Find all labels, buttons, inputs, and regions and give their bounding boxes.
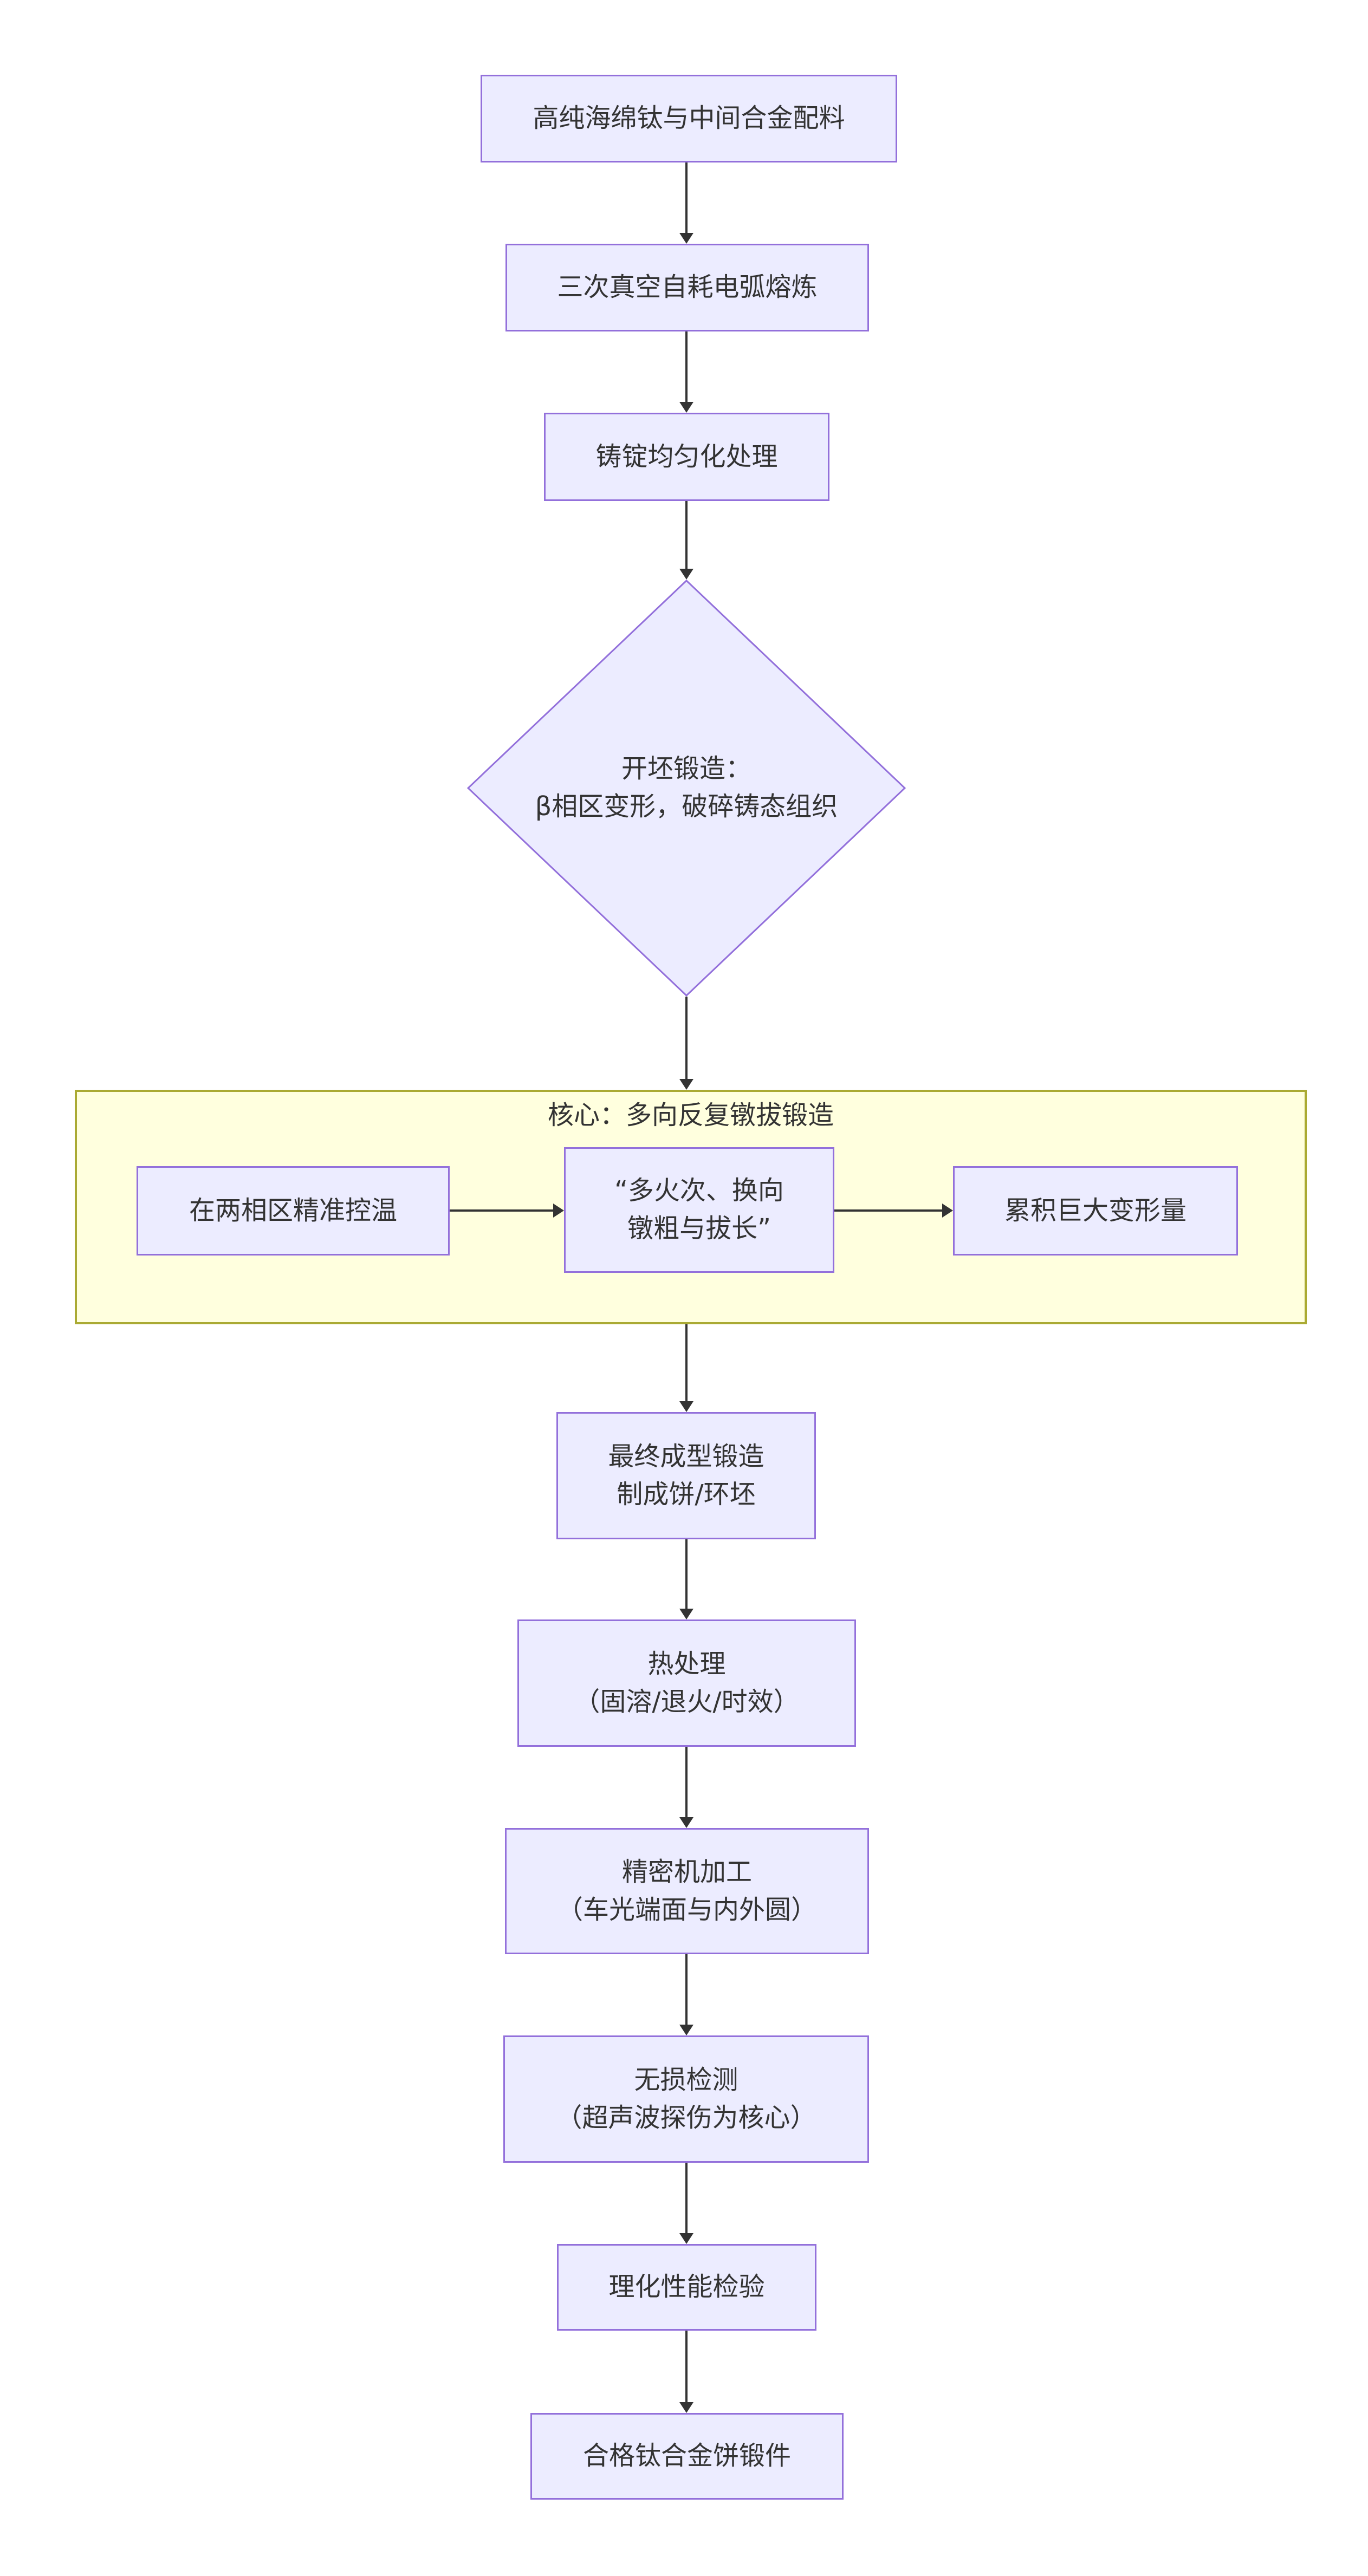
- diamond-shape: [467, 580, 906, 997]
- arrowhead-down-icon: [679, 1817, 693, 1828]
- arrow-cogging-to-subgraph: [685, 997, 688, 1079]
- arrow-ndt-to-testing: [685, 2163, 688, 2233]
- node-temperature-control: 在两相区精准控温: [137, 1166, 450, 1256]
- subgraph-title: 核心：多向反复镦拔锻造: [547, 1100, 834, 1130]
- arrow-temp-to-upset: [450, 1209, 553, 1212]
- node-vacuum-arc-melt: 三次真空自耗电弧熔炼: [505, 244, 869, 331]
- arrowhead-right-icon: [942, 1204, 953, 1218]
- arrow-upset-to-strain: [834, 1209, 942, 1212]
- arrow-machining-to-ndt: [685, 1954, 688, 2025]
- node-accumulated-strain: 累积巨大变形量: [953, 1166, 1238, 1256]
- node-qualified-forging: 合格钛合金饼锻件: [530, 2413, 844, 2500]
- arrowhead-down-icon: [679, 402, 693, 413]
- node-heat-treatment: 热处理 （固溶/退火/时效）: [517, 1619, 856, 1747]
- node-ndt-inspection: 无损检测 （超声波探伤为核心）: [503, 2035, 869, 2163]
- arrowhead-down-icon: [679, 1079, 693, 1090]
- arrow-testing-to-final: [685, 2331, 688, 2402]
- node-raw-material: 高纯海绵钛与中间合金配料: [481, 75, 897, 162]
- arrowhead-down-icon: [679, 233, 693, 244]
- arrow-homog-to-cogging: [685, 501, 688, 569]
- arrowhead-down-icon: [679, 1401, 693, 1412]
- arrow-forge-to-heat: [685, 1539, 688, 1609]
- arrowhead-down-icon: [679, 2233, 693, 2244]
- arrow-start-to-melt: [685, 162, 688, 233]
- arrow-heat-to-machining: [685, 1747, 688, 1817]
- arrowhead-down-icon: [679, 1609, 693, 1619]
- arrowhead-down-icon: [679, 569, 693, 580]
- node-upset-and-draw: “多火次、换向 镦粗与拔长”: [564, 1147, 834, 1273]
- node-homogenization: 铸锭均匀化处理: [544, 413, 829, 501]
- arrowhead-down-icon: [679, 2025, 693, 2035]
- arrow-melt-to-homog: [685, 331, 688, 402]
- diamond-label: 开坯锻造： β相区变形，破碎铸态组织: [535, 753, 838, 822]
- arrowhead-down-icon: [679, 2402, 693, 2413]
- arrowhead-right-icon: [553, 1204, 564, 1218]
- arrow-subgraph-to-forge: [685, 1324, 688, 1401]
- node-property-testing: 理化性能检验: [557, 2244, 816, 2331]
- node-cogging-forging: 开坯锻造： β相区变形，破碎铸态组织: [467, 580, 906, 997]
- node-final-forging: 最终成型锻造 制成饼/环坯: [556, 1412, 816, 1539]
- node-machining: 精密机加工 （车光端面与内外圆）: [505, 1828, 869, 1954]
